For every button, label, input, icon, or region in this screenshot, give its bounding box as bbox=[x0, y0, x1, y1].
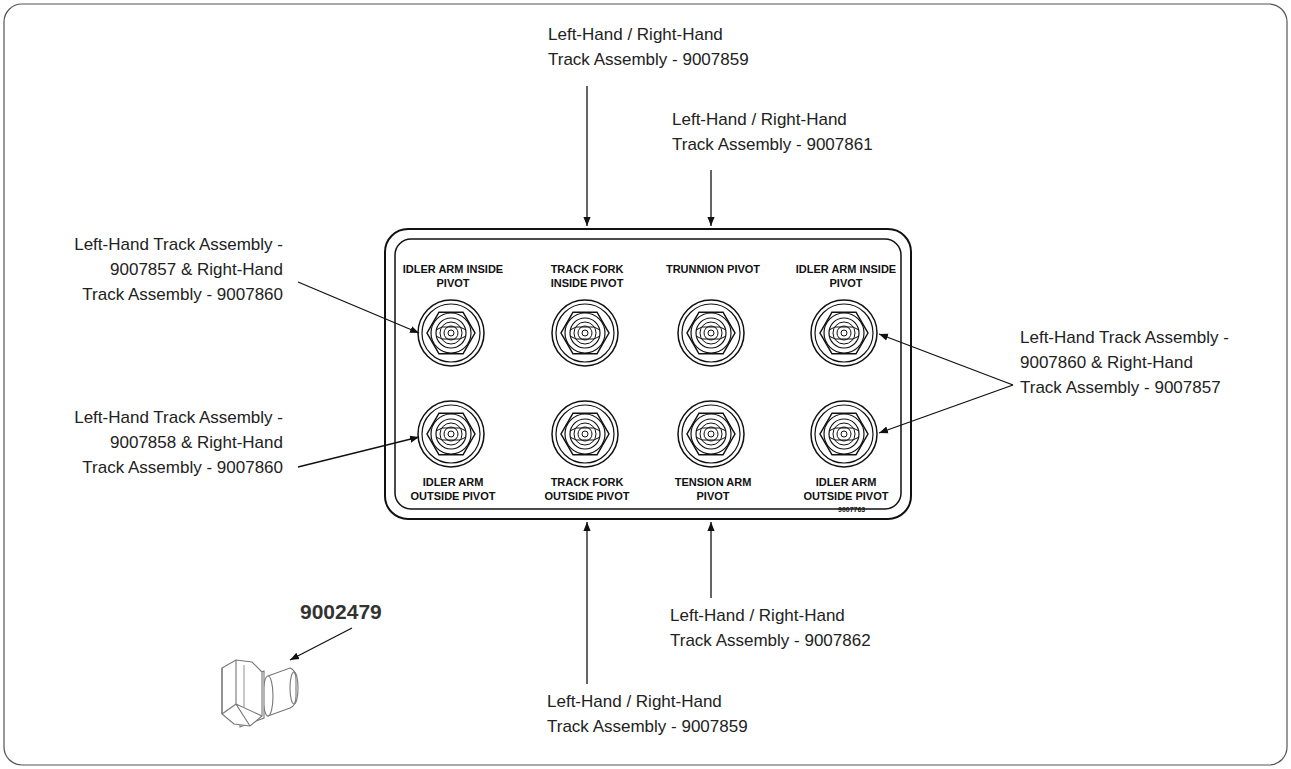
callout-label: Left-Hand / Right-Hand Track Assembly - … bbox=[672, 107, 887, 157]
leader-lines bbox=[290, 86, 1013, 684]
lube-plate: IDLER ARM INSIDE PIVOT TRACK FORK INSIDE … bbox=[384, 228, 912, 520]
callout-label: Left-Hand / Right-Hand Track Assembly - … bbox=[548, 22, 763, 72]
fitting-label: TRUNNION PIVOT bbox=[657, 262, 769, 276]
fitting-label: TRACK FORK INSIDE PIVOT bbox=[531, 262, 643, 290]
grease-fittings bbox=[418, 300, 877, 467]
fitting-label: IDLER ARM OUTSIDE PIVOT bbox=[397, 475, 509, 503]
callout-number: 9002479 bbox=[300, 600, 382, 624]
callout-label: Left-Hand / Right-Hand Track Assembly - … bbox=[670, 603, 885, 653]
frame bbox=[4, 4, 1287, 765]
callout-label: Left-Hand Track Assembly - 9007860 & Rig… bbox=[1020, 325, 1235, 400]
callout-label: Left-Hand / Right-Hand Track Assembly - … bbox=[547, 689, 762, 739]
callout-label: Left-Hand Track Assembly - 9007858 & Rig… bbox=[73, 405, 283, 480]
callout-label: Left-Hand Track Assembly - 9007857 & Rig… bbox=[73, 232, 283, 307]
fitting-illustration bbox=[222, 660, 298, 727]
fitting-label: IDLER ARM OUTSIDE PIVOT bbox=[790, 475, 902, 503]
plate-inner-border bbox=[395, 239, 901, 509]
plate-part-number: 9007763 bbox=[838, 506, 865, 514]
fitting-label: IDLER ARM INSIDE PIVOT bbox=[397, 262, 509, 290]
fitting-label: TRACK FORK OUTSIDE PIVOT bbox=[531, 475, 643, 503]
fitting-label: TENSION ARM PIVOT bbox=[657, 475, 769, 503]
fitting-label: IDLER ARM INSIDE PIVOT bbox=[790, 262, 902, 290]
